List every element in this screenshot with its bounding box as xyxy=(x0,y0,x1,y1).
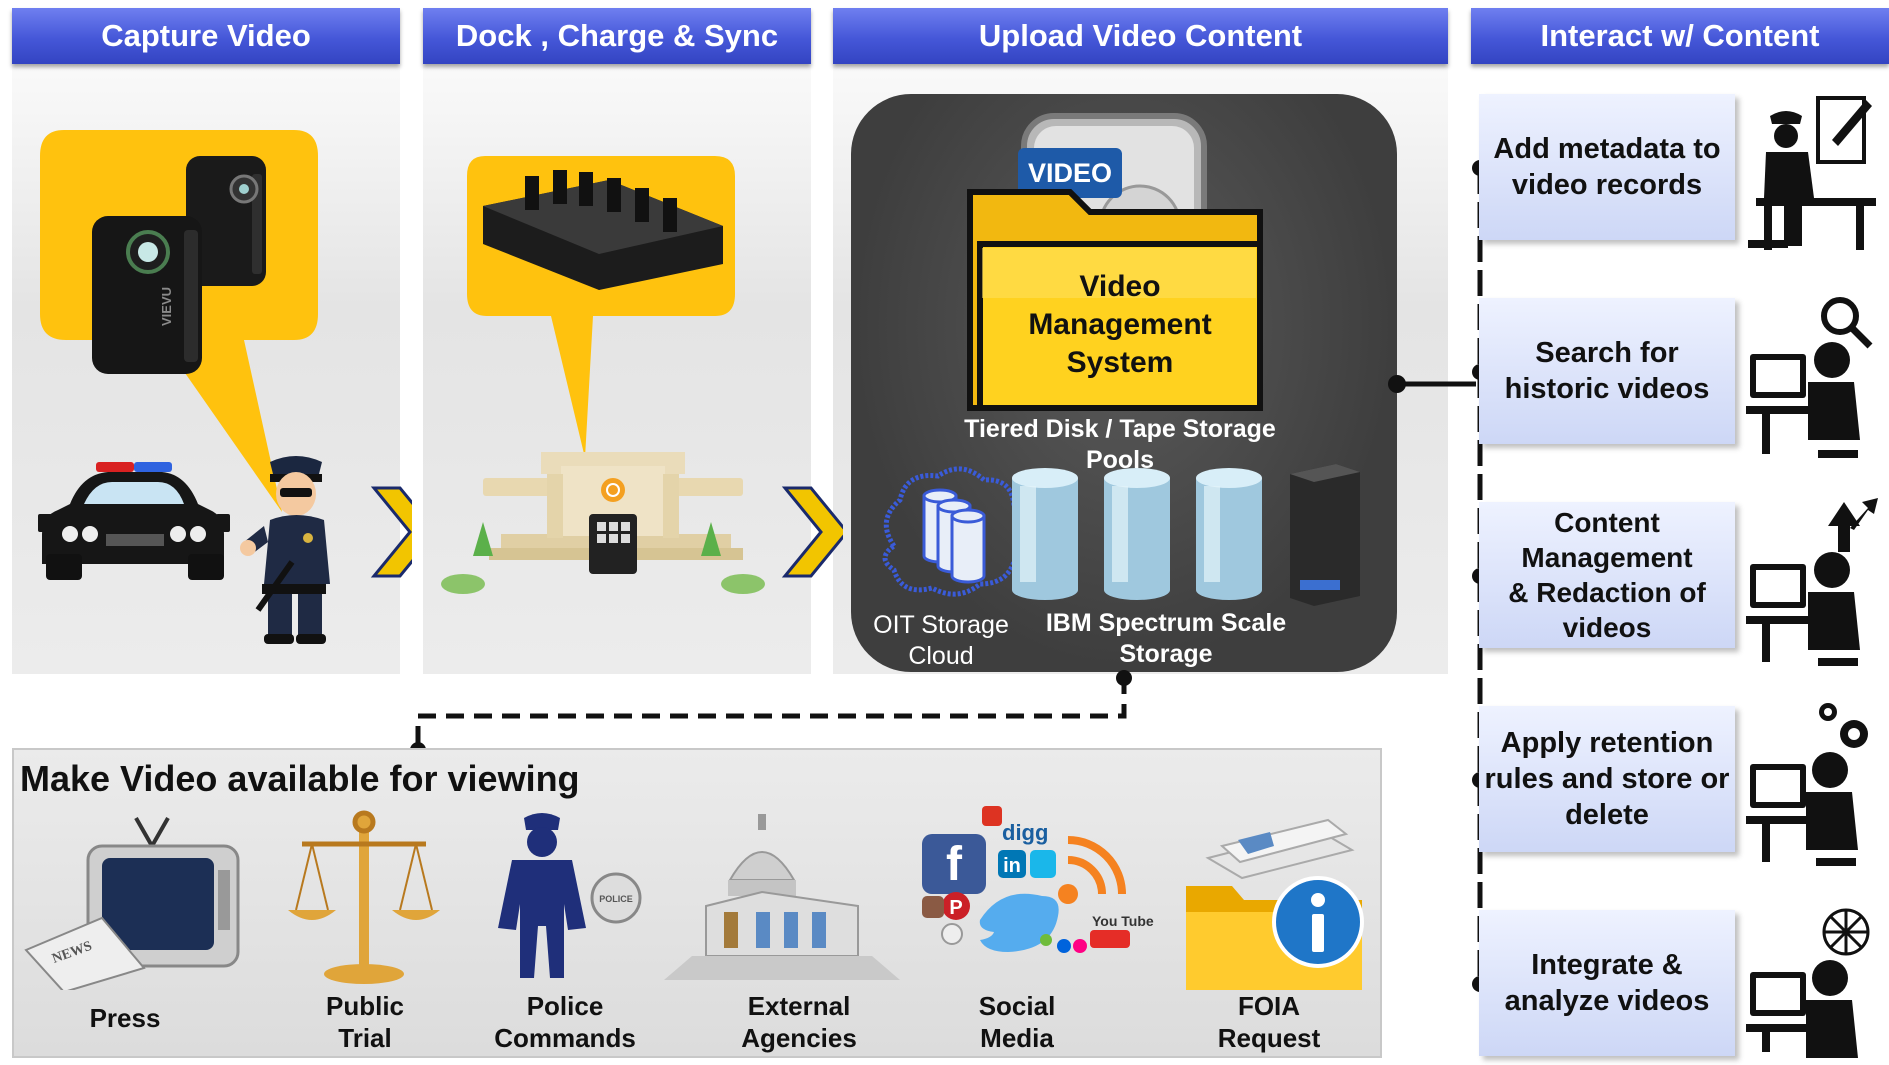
task-add-metadata: Add metadata to video records xyxy=(1479,94,1735,240)
svg-text:P: P xyxy=(949,897,962,919)
charging-dock-icon xyxy=(483,170,723,290)
viewing-icons: NEWS POLICE f digg in xyxy=(24,806,1364,990)
capture-illustration: VIEVU xyxy=(38,130,412,644)
task-search-historic: Search for historic videos xyxy=(1479,298,1735,444)
user-network-icon xyxy=(1746,908,1870,1058)
external-agencies-line-1: External xyxy=(747,991,851,1021)
flow-chevron-icon xyxy=(781,486,843,578)
user-settings-gear-icon xyxy=(1746,703,1868,866)
storage-cloud-line-2: Cloud xyxy=(908,642,974,670)
public-trial-line-1: Public xyxy=(325,991,404,1021)
storage-pools-label: Tiered Disk / Tape Storage Pools xyxy=(930,414,1310,476)
disk-cylinder-icon xyxy=(1012,468,1078,600)
viewing-title: Make Video available for viewing xyxy=(20,758,580,799)
tv-news-icon: NEWS xyxy=(24,817,240,990)
social-media-line-1: Social xyxy=(978,991,1056,1021)
digg-label: digg xyxy=(1002,820,1048,845)
task-integrate-analyze: Integrate & analyze videos xyxy=(1479,910,1735,1056)
task-pictograms xyxy=(1746,96,1878,1058)
task-retention-line-2: rules and store or xyxy=(1484,763,1730,795)
viewing-panel xyxy=(12,748,1382,1058)
video-badge-label: VIDEO xyxy=(1028,158,1112,188)
user-writing-icon xyxy=(1748,96,1876,250)
task-integrate-line-1: Integrate & xyxy=(1531,949,1683,981)
press-label-line-1: Press xyxy=(89,1003,161,1033)
foia-request-line-2: Request xyxy=(1217,1023,1321,1053)
task-content-line-3: & Redaction of xyxy=(1508,577,1706,608)
storage-cloud-line-1: OIT Storage xyxy=(873,611,1009,639)
government-building-icon xyxy=(664,814,900,980)
task-add-metadata-line-2: video records xyxy=(1511,169,1703,201)
police-officer-silhouette-icon xyxy=(498,813,586,978)
police-commands-line-1: Police xyxy=(526,991,604,1021)
vms-title-line-2: Management xyxy=(1028,308,1212,341)
spectrum-scale-label: IBM Spectrum Scale Storage xyxy=(1026,608,1306,670)
task-content-line-1: Content xyxy=(1554,507,1660,538)
vms-folder-graphic: VIDEO xyxy=(967,113,1263,411)
storage-pools-line-1: Tiered Disk / Tape Storage xyxy=(964,415,1276,443)
storage-graphics xyxy=(882,464,1360,606)
police-officer-icon xyxy=(240,456,330,644)
task-retention-rules: Apply retention rules and store or delet… xyxy=(1479,706,1735,852)
dock-charge-sync-header: Dock , Charge & Sync xyxy=(423,8,811,64)
police-car-icon xyxy=(38,462,230,580)
task-content-redaction: Content Management & Redaction of videos xyxy=(1479,502,1735,648)
task-search-line-1: Search for xyxy=(1535,337,1679,369)
camera-brand-label: VIEVU xyxy=(159,287,174,326)
task-add-metadata-line-1: Add metadata to xyxy=(1493,133,1721,165)
youtube-label: You Tube xyxy=(1092,913,1154,929)
spectrum-scale-line-2: Storage xyxy=(1119,640,1213,668)
vms-title-line-3: System xyxy=(1066,346,1174,379)
task-integrate-line-2: analyze videos xyxy=(1504,985,1710,1017)
task-content-line-4: videos xyxy=(1562,612,1652,643)
foia-request-label: FOIA Request xyxy=(1204,990,1334,1054)
police-commands-label: Police Commands xyxy=(480,990,650,1054)
task-content-line-2: Management xyxy=(1521,542,1693,573)
svg-text:in: in xyxy=(1003,855,1021,877)
police-badge-icon: POLICE xyxy=(590,872,642,924)
dock-illustration xyxy=(441,156,843,594)
external-agencies-line-2: Agencies xyxy=(741,1023,857,1053)
user-search-icon xyxy=(1746,297,1873,458)
social-media-line-2: Media xyxy=(980,1023,1054,1053)
spectrum-scale-line-1: IBM Spectrum Scale xyxy=(1045,609,1287,637)
external-agencies-label: External Agencies xyxy=(714,990,884,1054)
flow-chevron-icon xyxy=(370,486,412,578)
task-retention-line-3: delete xyxy=(1565,799,1649,831)
scales-of-justice-icon xyxy=(288,810,440,984)
data-center-icon xyxy=(441,452,765,594)
police-commands-line-2: Commands xyxy=(494,1023,636,1053)
disk-cylinder-icon xyxy=(1196,468,1262,600)
press-label: Press xyxy=(60,1002,190,1034)
task-retention-line-1: Apply retention xyxy=(1500,727,1714,759)
body-camera-icon: VIEVU xyxy=(92,156,266,374)
public-trial-line-2: Trial xyxy=(338,1023,392,1053)
social-media-label: Social Media xyxy=(952,990,1082,1054)
user-redaction-icon xyxy=(1746,498,1878,666)
task-search-line-2: historic videos xyxy=(1504,373,1710,405)
svg-text:f: f xyxy=(946,838,963,891)
police-badge-label: POLICE xyxy=(599,894,633,904)
upload-video-header: Upload Video Content xyxy=(833,8,1448,64)
social-media-icons: f digg in P You Tube xyxy=(922,806,1154,953)
vms-title: Video Management System xyxy=(980,268,1260,382)
storage-cloud-label: OIT Storage Cloud xyxy=(860,610,1022,672)
disk-cylinder-icon xyxy=(1104,468,1170,600)
vms-title-line-1: Video xyxy=(1079,270,1161,303)
capture-video-header: Capture Video xyxy=(12,8,400,64)
public-trial-label: Public Trial xyxy=(300,990,430,1054)
tape-drive-icon xyxy=(1290,464,1360,606)
interact-content-header: Interact w/ Content xyxy=(1471,8,1889,64)
foia-request-line-1: FOIA xyxy=(1237,991,1301,1021)
foia-folder-info-icon xyxy=(1186,818,1364,990)
